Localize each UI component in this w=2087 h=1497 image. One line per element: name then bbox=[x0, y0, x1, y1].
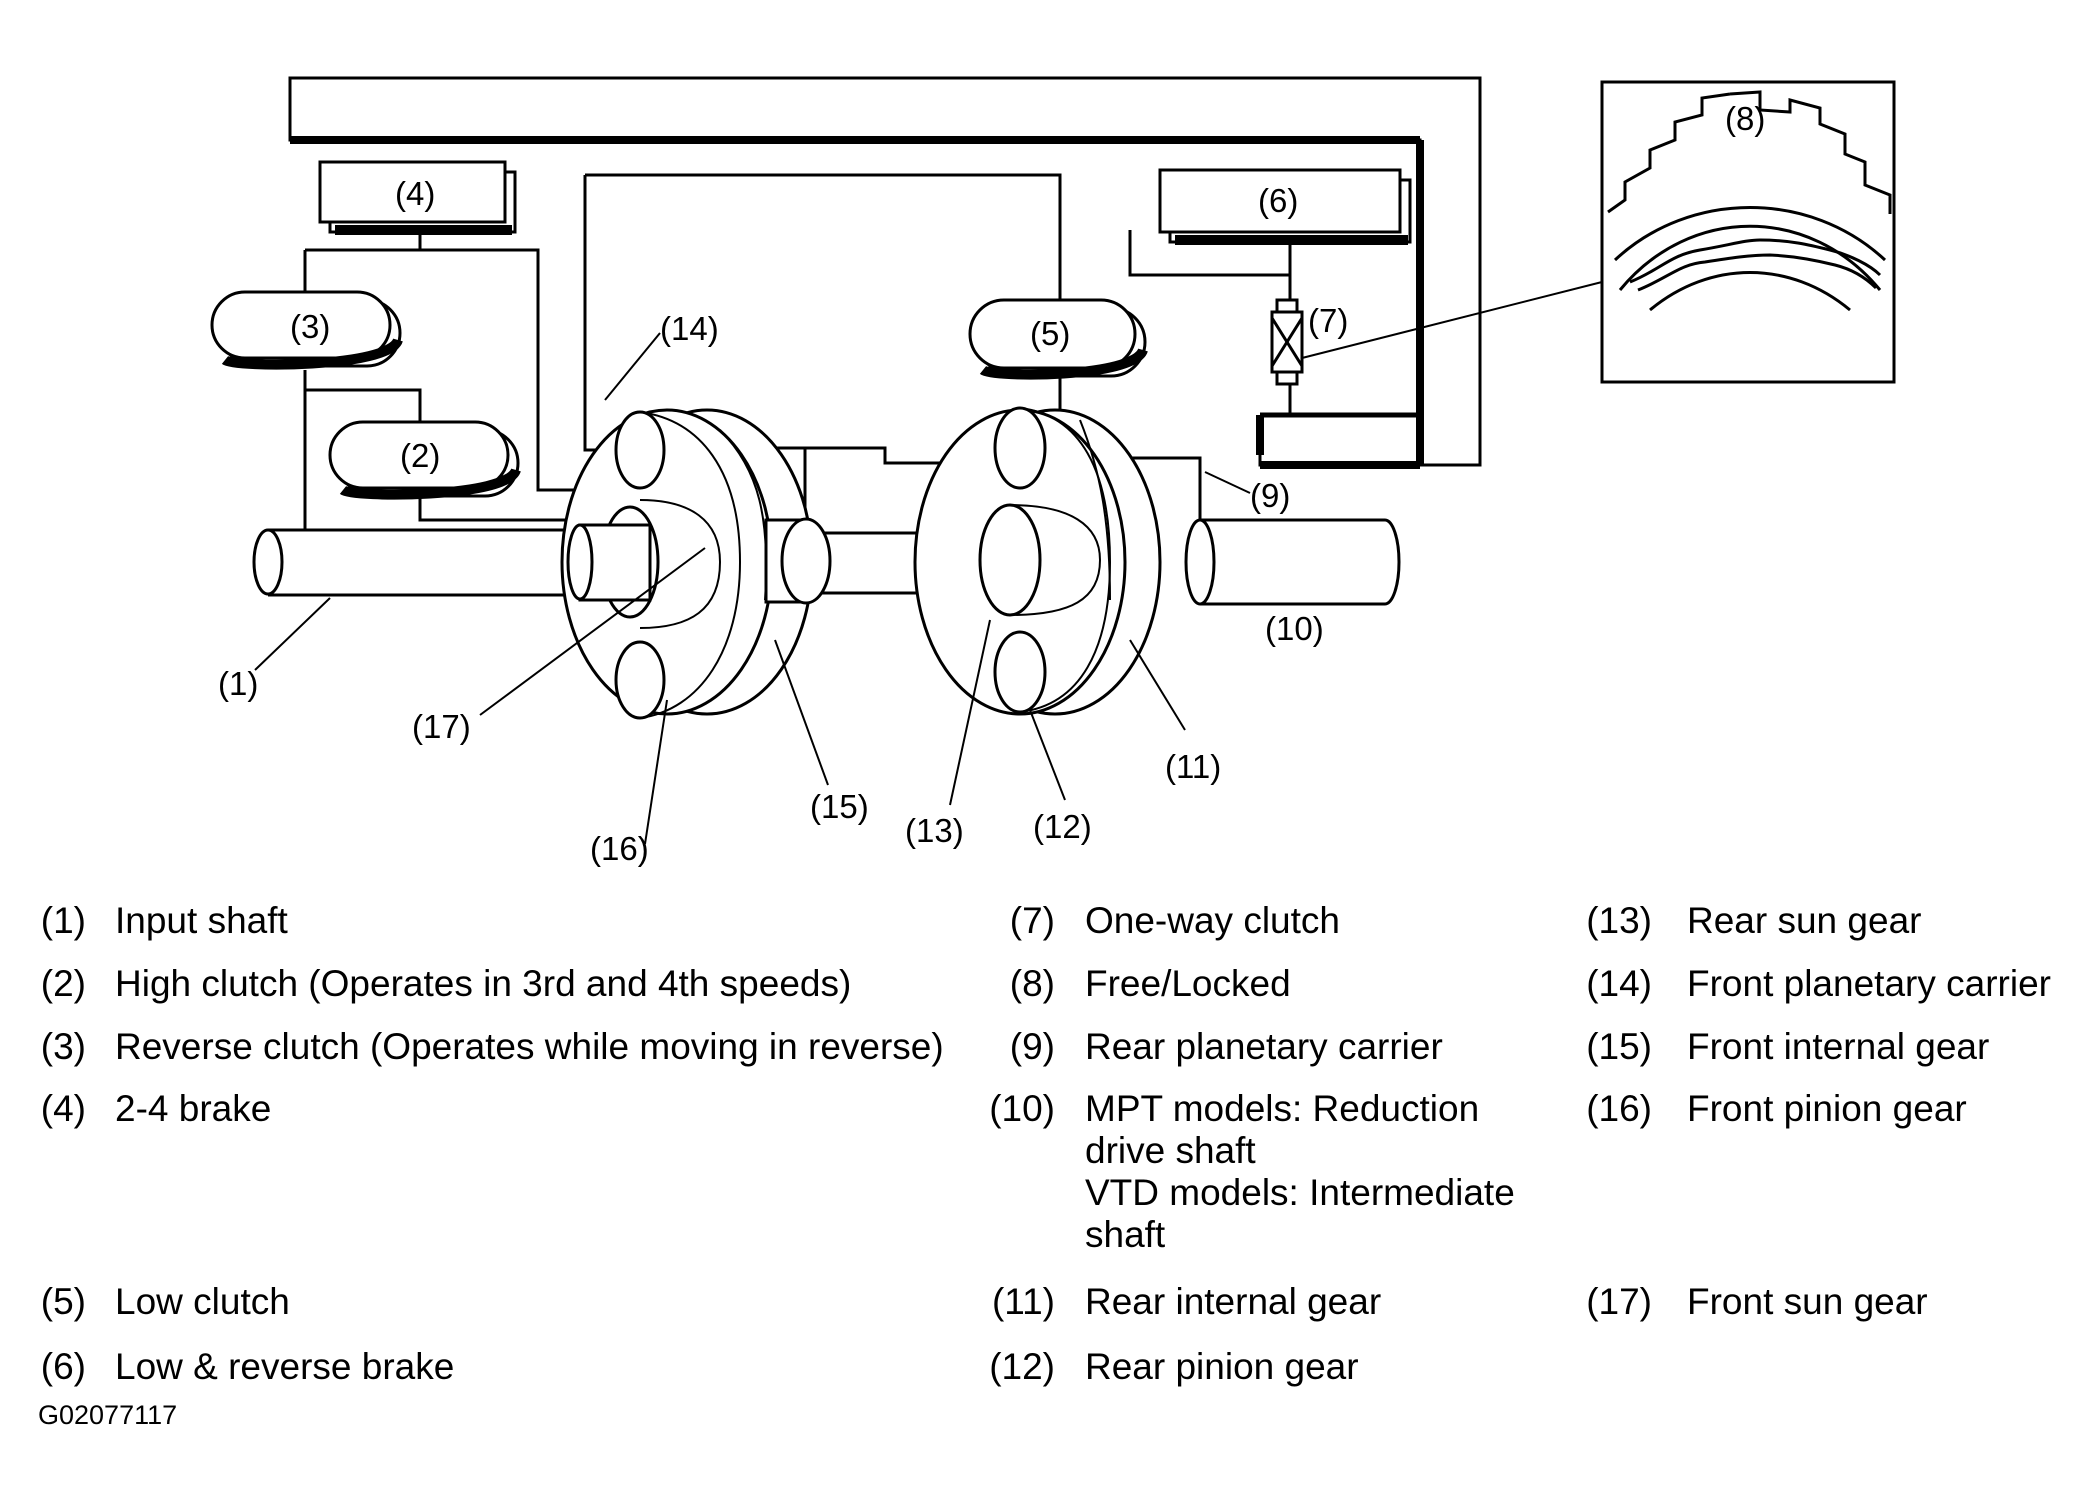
legend-number: (13) bbox=[1586, 900, 1652, 941]
legend-number: (3) bbox=[40, 1026, 86, 1067]
label-15: (15) bbox=[810, 788, 869, 825]
legend-number: (10) bbox=[989, 1088, 1055, 1129]
legend-text: Low clutch bbox=[115, 1281, 290, 1322]
legend-text: Rear planetary carrier bbox=[1085, 1026, 1443, 1067]
legend-text: Front sun gear bbox=[1687, 1281, 1928, 1322]
figure-id: G02077117 bbox=[38, 1400, 178, 1430]
label-9: (9) bbox=[1250, 477, 1290, 514]
legend-text: Rear sun gear bbox=[1687, 900, 1922, 941]
legend-text: Front internal gear bbox=[1687, 1026, 1990, 1067]
legend-number: (1) bbox=[40, 900, 86, 941]
label-3: (3) bbox=[290, 308, 330, 345]
legend-number: (14) bbox=[1586, 963, 1652, 1004]
legend-text-line: drive shaft bbox=[1085, 1130, 1256, 1171]
legend-text: Front pinion gear bbox=[1687, 1088, 1967, 1129]
legend-text: High clutch (Operates in 3rd and 4th spe… bbox=[115, 963, 852, 1004]
label-17: (17) bbox=[412, 708, 471, 745]
label-8: (8) bbox=[1725, 100, 1765, 137]
legend-text: 2-4 brake bbox=[115, 1088, 272, 1129]
legend-number: (15) bbox=[1586, 1026, 1652, 1067]
legend-text: MPT models: Reduction drive shaft VTD mo… bbox=[1085, 1088, 1530, 1256]
label-12: (12) bbox=[1033, 808, 1092, 845]
legend-text: Rear pinion gear bbox=[1085, 1346, 1359, 1387]
transmission-schematic: (4) (6) (8) (3) (14) (5) (7) (2) (9) (10… bbox=[210, 76, 1896, 867]
label-13: (13) bbox=[905, 812, 964, 849]
legend-text-line: shaft bbox=[1085, 1214, 1166, 1255]
legend-number: (6) bbox=[40, 1346, 86, 1387]
legend-text: One-way clutch bbox=[1085, 900, 1340, 941]
legend-number: (4) bbox=[40, 1088, 86, 1129]
label-5: (5) bbox=[1030, 315, 1070, 352]
label-7: (7) bbox=[1308, 302, 1348, 339]
legend-text: Front planetary carrier bbox=[1687, 963, 2051, 1004]
label-6: (6) bbox=[1258, 182, 1298, 219]
legend-number: (2) bbox=[40, 963, 86, 1004]
legend-number: (7) bbox=[1009, 900, 1055, 941]
label-4: (4) bbox=[395, 175, 435, 212]
legend-text: Free/Locked bbox=[1085, 963, 1291, 1004]
legend-text: Low & reverse brake bbox=[115, 1346, 455, 1387]
legend-number: (17) bbox=[1586, 1281, 1652, 1322]
legend-number: (8) bbox=[1009, 963, 1055, 1004]
label-10: (10) bbox=[1265, 610, 1324, 647]
label-14: (14) bbox=[660, 310, 719, 347]
legend-text: Reverse clutch (Operates while moving in… bbox=[115, 1026, 944, 1067]
legend-number: (11) bbox=[991, 1281, 1055, 1322]
legend-text: Rear internal gear bbox=[1085, 1281, 1382, 1322]
legend-number: (9) bbox=[1009, 1026, 1055, 1067]
label-2: (2) bbox=[400, 437, 440, 474]
legend-text: Input shaft bbox=[115, 900, 288, 941]
label-1: (1) bbox=[218, 665, 258, 702]
label-16: (16) bbox=[590, 830, 649, 867]
legend-number: (16) bbox=[1586, 1088, 1652, 1129]
legend-text-line: MPT models: Reduction bbox=[1085, 1088, 1480, 1129]
label-11: (11) bbox=[1165, 748, 1221, 785]
legend-text-line: VTD models: Intermediate bbox=[1085, 1172, 1515, 1213]
legend-number: (5) bbox=[40, 1281, 86, 1322]
legend-number: (12) bbox=[989, 1346, 1055, 1387]
